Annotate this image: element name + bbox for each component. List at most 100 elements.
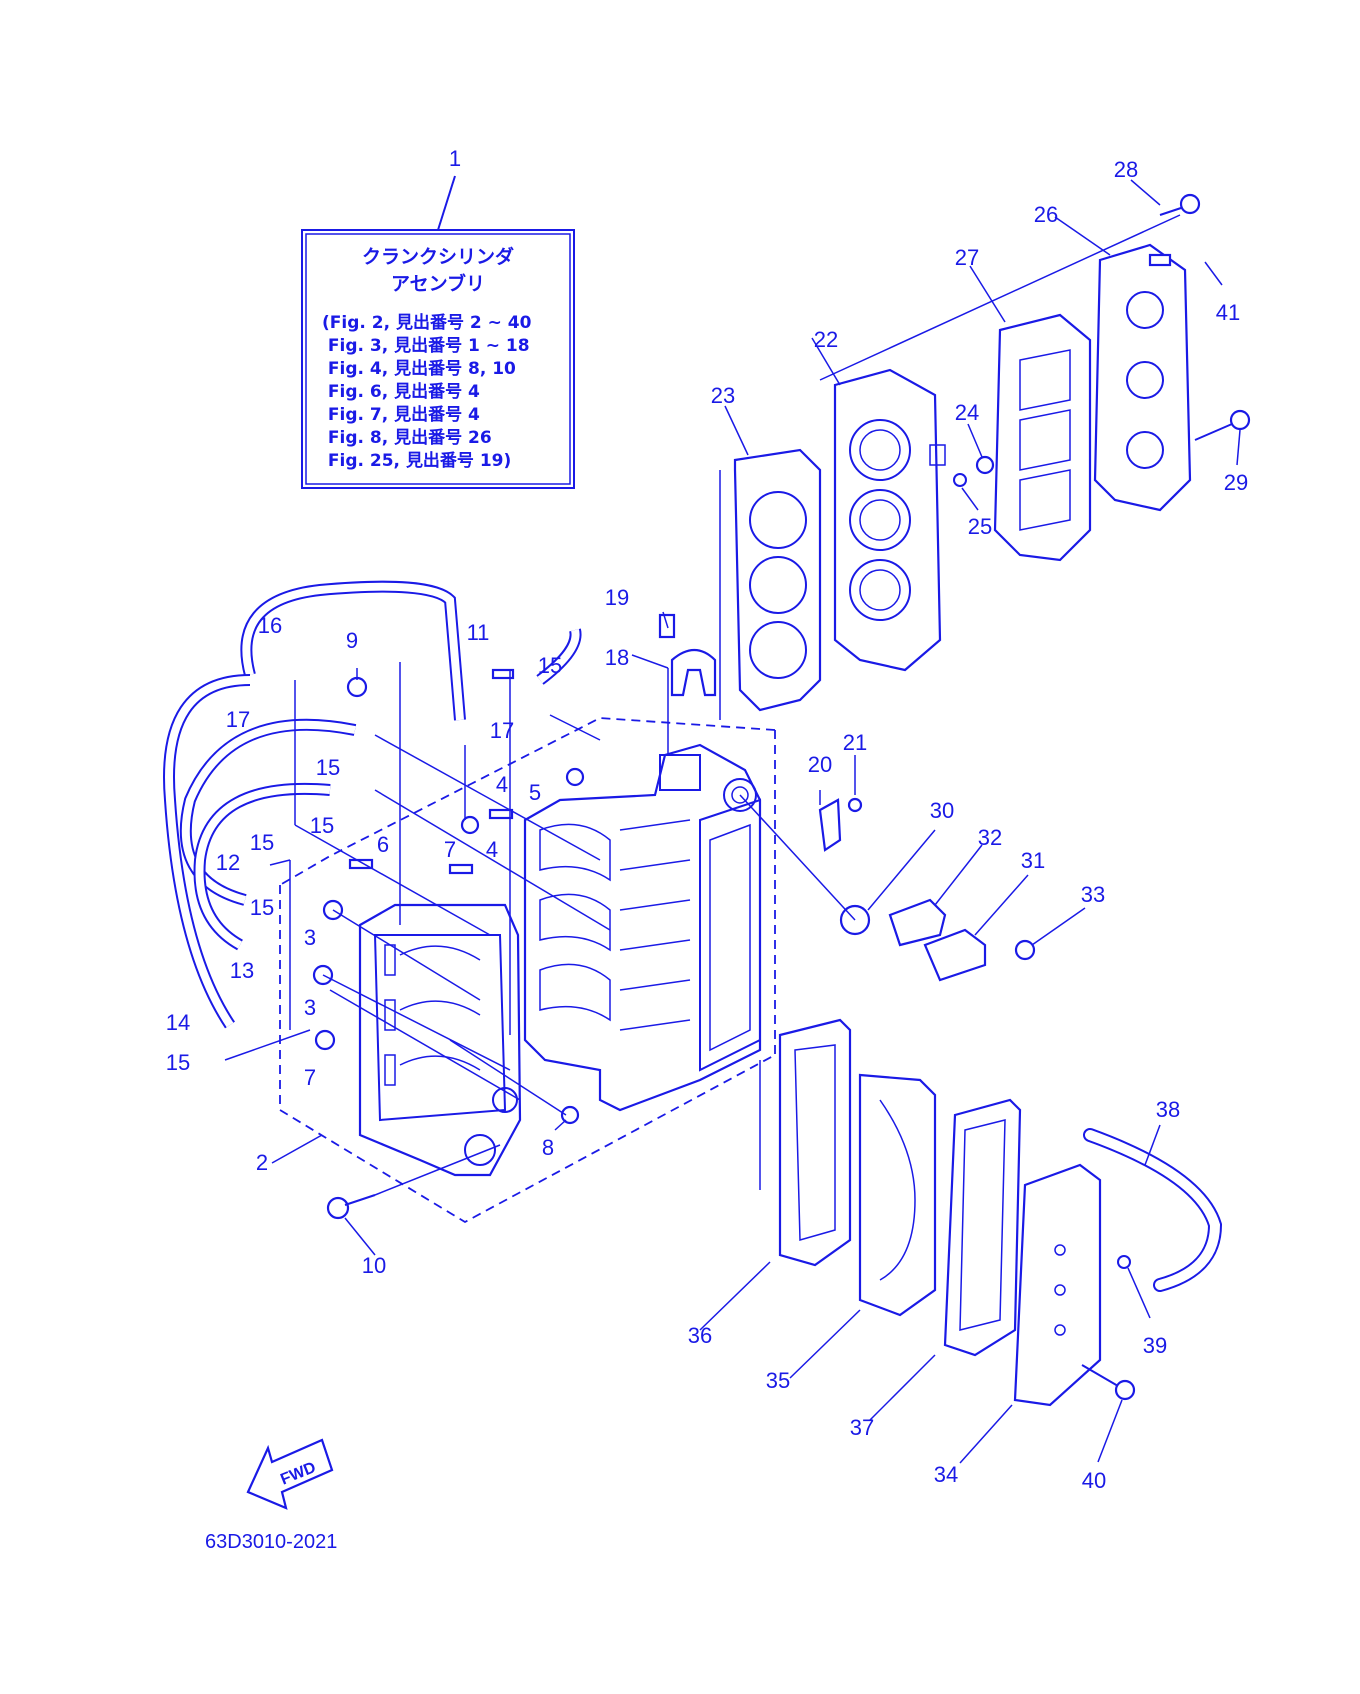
hose-14-inner [165, 676, 251, 1028]
callout-26: 26 [1034, 202, 1058, 227]
leader-31 [974, 874, 1029, 936]
crankcase-slot-3 [384, 1054, 396, 1086]
callout-19: 19 [605, 585, 629, 610]
leader-28 [1130, 179, 1161, 206]
callout-4a: 4 [496, 772, 508, 797]
callout-22: 22 [814, 327, 838, 352]
plug-8 [560, 1105, 580, 1125]
info-box-ref-4: Fig. 6, 見出番号 4 [322, 381, 480, 402]
cylinder-bore-1 [539, 823, 611, 882]
head-cover-boss-3 [1126, 431, 1164, 469]
exhaust-plate-35 [858, 1073, 937, 1317]
link-15-upper [374, 734, 601, 861]
head-chamber-2 [849, 489, 911, 551]
link-15-mid [374, 789, 611, 931]
diagram-code: 63D3010-2021 [205, 1531, 337, 1553]
bolt-28 [1179, 193, 1201, 215]
callout-23: 23 [711, 383, 735, 408]
callout-14: 14 [166, 1010, 190, 1035]
exhaust-plate-35-contour [879, 1099, 916, 1281]
callout-3b: 3 [304, 995, 316, 1020]
pin-4b [448, 863, 474, 875]
hose-38-inner [1085, 1130, 1221, 1290]
info-box-ref-1: (Fig. 2, 見出番号 2 ~ 40 [322, 312, 532, 333]
leader-22 [811, 337, 841, 386]
cylinder-top-boss [659, 754, 701, 791]
callout-21: 21 [843, 730, 867, 755]
head-chamber-3-inner [859, 569, 901, 611]
callout-30: 30 [930, 798, 954, 823]
callout-1-leader [437, 175, 456, 231]
fitting-7a [460, 815, 480, 835]
link-30 [739, 794, 856, 921]
callout-9: 9 [346, 628, 358, 653]
small-parts [312, 193, 1251, 1401]
leader-29 [1236, 429, 1241, 466]
callout-36: 36 [688, 1323, 712, 1348]
pin-4a [488, 808, 514, 820]
callout-40: 40 [1082, 1468, 1106, 1493]
thermostat-seat [723, 778, 757, 812]
bolt-29 [1229, 409, 1251, 431]
head-chamber-1 [849, 419, 911, 481]
crankcase-journals [399, 945, 481, 1071]
fitting-7b [314, 1029, 336, 1051]
callout-2: 2 [256, 1150, 268, 1175]
assembly-boundary [279, 717, 776, 1224]
leader-19 [662, 611, 669, 629]
leader-35 [789, 1309, 861, 1379]
link-17-diag [294, 824, 491, 936]
head-chamber-2-inner [859, 499, 901, 541]
clamp-18 [670, 648, 717, 697]
head-gasket-bore-3 [749, 621, 807, 679]
callout-16: 16 [258, 613, 282, 638]
leader-10 [344, 1217, 376, 1256]
leader-27 [969, 265, 1006, 323]
callout-4b: 4 [486, 837, 498, 862]
leader-8 [554, 1119, 567, 1131]
head-cover-part [1093, 243, 1192, 512]
head-gasket-part [733, 448, 822, 712]
callout-33: 33 [1081, 882, 1105, 907]
leader-40 [1097, 1399, 1123, 1463]
cylinder-block-body [523, 743, 762, 1112]
callout-11: 11 [467, 620, 490, 645]
leader-18 [631, 654, 669, 669]
pin-11 [491, 668, 515, 680]
head-cover-gasket-part [993, 313, 1092, 562]
info-box-ref-6: Fig. 8, 見出番号 26 [322, 427, 492, 448]
callout-8: 8 [542, 1135, 554, 1160]
callout-39: 39 [1143, 1333, 1167, 1358]
callout-20: 20 [808, 752, 832, 777]
pin-6 [348, 858, 374, 870]
info-box-inner-frame [305, 233, 571, 485]
callout-15f: 15 [166, 1050, 190, 1075]
bolt-33 [1014, 939, 1036, 961]
sensor-41 [1148, 253, 1172, 267]
link-15-lower [224, 1029, 311, 1061]
assembly-axis-upper [819, 214, 1181, 381]
leader-23 [724, 405, 749, 456]
cylinder-bore-3 [539, 963, 611, 1022]
head-cover-body [1093, 243, 1192, 512]
link-8 [449, 1039, 567, 1116]
callout-28: 28 [1114, 157, 1138, 182]
leader-37 [869, 1354, 936, 1421]
head-gasket-bore-1 [749, 491, 807, 549]
callout-6: 6 [377, 832, 389, 857]
gasket-32 [888, 898, 947, 947]
cylinder-block-side-cover [709, 823, 751, 1052]
hose-group-left [163, 580, 582, 1029]
cylinder-block-part [523, 743, 762, 1112]
head-cover-boss-2 [1126, 361, 1164, 399]
info-box-title-line1: クランクシリンダ [362, 245, 514, 268]
bolt-29-shank [1194, 423, 1233, 441]
link-3b [322, 974, 511, 1071]
callout-10: 10 [362, 1253, 386, 1278]
callout-1: 1 [449, 146, 461, 171]
head-cover-boss-1 [1126, 291, 1164, 329]
fitting-9 [346, 676, 368, 698]
link-15-right [549, 714, 601, 741]
exhaust-cover-hole-2 [1054, 1284, 1066, 1296]
link-10 [374, 1144, 501, 1196]
